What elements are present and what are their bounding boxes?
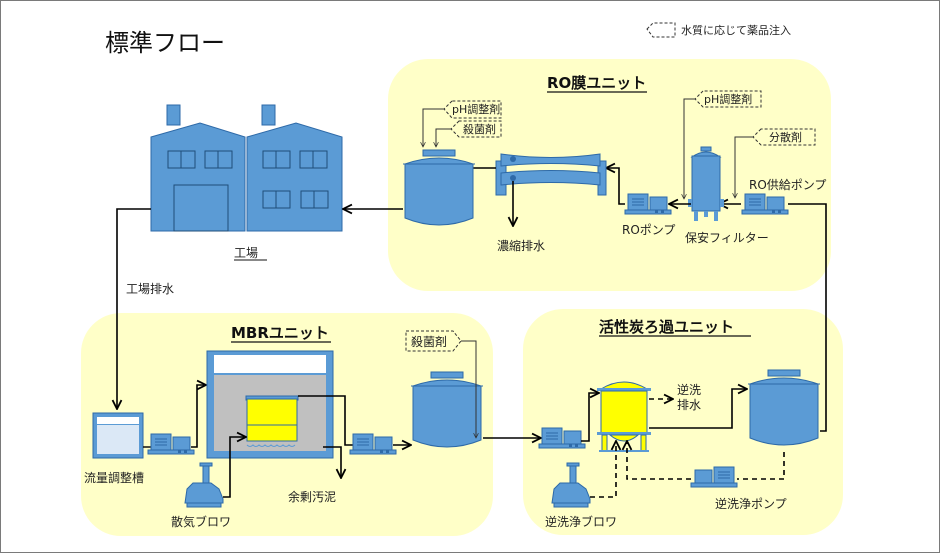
backwash-blower-label: 逆洗浄ブロワ [545, 514, 617, 529]
factory-effluent-label: 工場排水 [126, 282, 174, 296]
mbr-outlet-pump-icon [349, 433, 397, 455]
concentrate-label: 濃縮排水 [497, 238, 545, 253]
ro-chemical-tag-ph-1: pH調整剤 [423, 100, 502, 147]
ro-unit-title: RO膜ユニット [547, 74, 646, 92]
mbr-chemical-tag: 殺菌剤 [405, 330, 476, 438]
factory-label: 工場 [234, 246, 258, 260]
svg-text:pH調整剤: pH調整剤 [452, 102, 500, 116]
svg-text:pH調整剤: pH調整剤 [704, 92, 752, 106]
ro-unit-area [388, 59, 831, 291]
backwash-drain-label-1: 逆洗 [677, 382, 701, 397]
mbr-tank-icon [206, 350, 334, 459]
safety-filter-icon [688, 146, 724, 221]
legend-label: 水質に応じて薬品注入 [681, 23, 791, 37]
legend: 水質に応じて薬品注入 [646, 22, 791, 38]
ro-feed-pump-label: RO供給ポンプ [749, 178, 826, 192]
ro-permeate-tank-icon [402, 149, 476, 226]
backwash-pump-label: 逆洗浄ポンプ [715, 496, 787, 511]
backwash-drain-label-2: 排水 [677, 398, 701, 412]
carbon-feed-pump-icon [538, 427, 586, 449]
safety-filter-label: 保安フィルター [685, 230, 769, 245]
carbon-unit-title: 活性炭ろ過ユニット [599, 318, 734, 336]
carbon-filter-icon [597, 381, 651, 452]
page-title: 標準フロー [105, 29, 225, 57]
flow-effluent-line [117, 208, 151, 409]
carbon-treated-tank-icon [747, 369, 821, 446]
svg-text:分散剤: 分散剤 [769, 130, 802, 144]
ro-pump-label: ROポンプ [622, 223, 675, 237]
svg-text:殺菌剤: 殺菌剤 [411, 334, 447, 349]
ro-chemical-tag-ph-2: pH調整剤 [684, 90, 762, 199]
ro-pump-icon [624, 193, 672, 215]
ro-chemical-tag-disinfectant: 殺菌剤 [436, 120, 502, 147]
excess-sludge-label: 余剰汚泥 [288, 489, 336, 504]
treated-water-tank-icon [410, 371, 484, 448]
mbr-unit-title: MBRユニット [231, 324, 329, 342]
mbr-feed-pump-icon [147, 433, 195, 455]
ro-chemical-tag-dispersant: 分散剤 [735, 128, 816, 198]
backwash-pump-icon [690, 466, 738, 488]
aeration-blower-label: 散気ブロワ [171, 514, 231, 529]
legend-chemical-tag-icon [646, 22, 676, 38]
factory-icon [150, 104, 343, 232]
ro-feed-pump-icon [741, 193, 789, 215]
equalization-tank-icon [92, 412, 144, 459]
ro-membrane-icon [495, 153, 607, 196]
equalization-tank-label: 流量調整槽 [84, 470, 144, 485]
svg-text:殺菌剤: 殺菌剤 [463, 122, 496, 136]
